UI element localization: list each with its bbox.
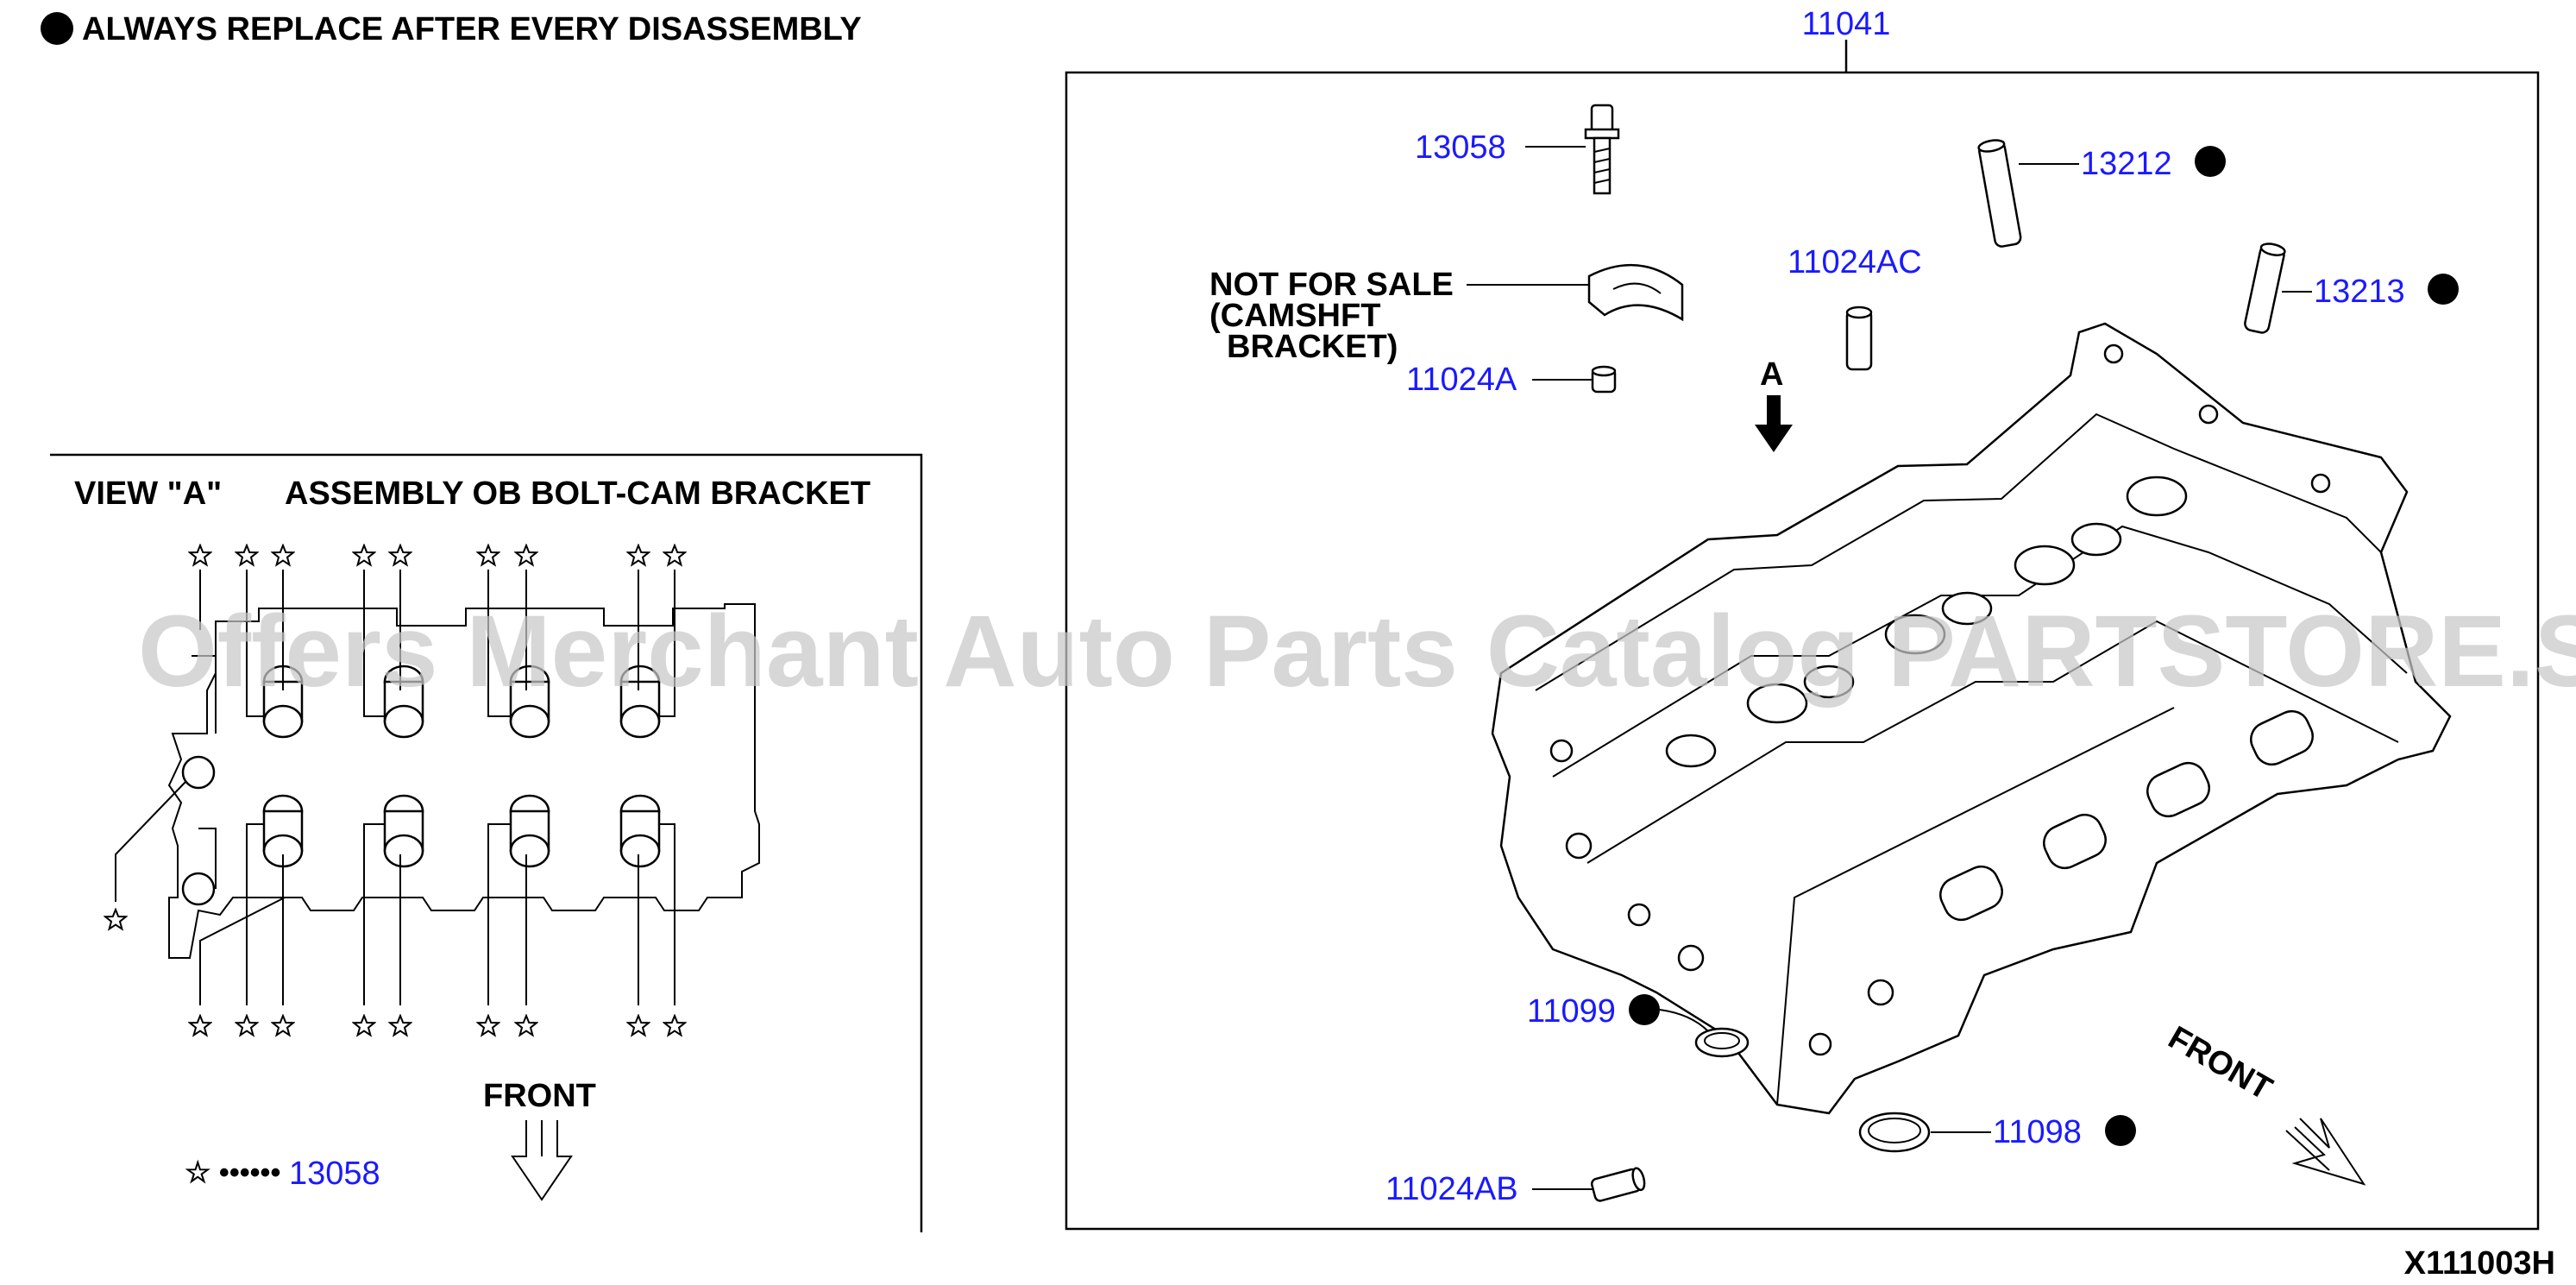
view-a-front-arrow-icon bbox=[511, 1120, 573, 1201]
ref-13058[interactable]: 13058 bbox=[1415, 129, 1506, 166]
bolt-icon bbox=[1590, 104, 1614, 133]
not-for-sale-line1: NOT FOR SALE bbox=[1209, 267, 1454, 303]
valve-guide-icon bbox=[1978, 141, 2022, 248]
not-for-sale-line2: (CAMSHFT bbox=[1209, 298, 1380, 334]
cylinder-head-deck bbox=[1535, 413, 2382, 691]
view-a-side-boss bbox=[181, 755, 216, 790]
legend-ref-13058[interactable]: 13058 bbox=[289, 1156, 380, 1192]
main-panel: 11041 13058 13212 1 bbox=[1065, 6, 2540, 1231]
ref-13212[interactable]: 13212 bbox=[2081, 146, 2172, 182]
view-a-lower-bosses bbox=[262, 794, 661, 868]
view-a-upper-bosses bbox=[262, 665, 661, 739]
ref-11024AC[interactable]: 11024AC bbox=[1787, 244, 1922, 280]
view-a-front-label: FRONT bbox=[483, 1078, 596, 1114]
ref-11024A[interactable]: 11024A bbox=[1406, 362, 1517, 398]
ref-11099[interactable]: 11099 bbox=[1527, 993, 1616, 1030]
bracket-icon bbox=[1587, 263, 1684, 322]
view-a-subtitle: ASSEMBLY OB BOLT-CAM BRACKET bbox=[285, 476, 870, 512]
seal-11099: 11099 bbox=[1527, 993, 1750, 1058]
view-a-title: VIEW "A" bbox=[74, 476, 222, 512]
assembly-ref-11041[interactable]: 11041 bbox=[1802, 6, 1891, 42]
main-front-label: FRONT bbox=[2162, 1019, 2278, 1107]
valve-guide-13213: 13213 bbox=[2244, 243, 2459, 334]
dowel-11024A: 11024A bbox=[1406, 362, 1617, 398]
view-a-panel: VIEW "A" ASSEMBLY OB BOLT-CAM BRACKET bbox=[50, 453, 923, 1232]
view-a-leaders-bottom bbox=[115, 780, 675, 1005]
main-frame bbox=[1065, 71, 2540, 1231]
cylinder-head bbox=[1491, 322, 2452, 1115]
cam-journals bbox=[1665, 476, 2188, 768]
ref-11098[interactable]: 11098 bbox=[1993, 1114, 2082, 1150]
view-a-leaders-top bbox=[199, 570, 675, 717]
seal-11098: 11098 bbox=[1858, 1112, 2136, 1153]
view-marker-letter: A bbox=[1760, 356, 1783, 393]
replace-note-text: ALWAYS REPLACE AFTER EVERY DISASSEMBLY bbox=[82, 11, 862, 47]
view-a-inner-edge bbox=[192, 655, 217, 889]
view-a-side-boss bbox=[181, 872, 216, 906]
bolt-holes bbox=[1549, 343, 2331, 1056]
cylinder-head-outline bbox=[1491, 322, 2452, 1115]
camshaft-bracket: NOT FOR SALE (CAMSHFT BRACKET) bbox=[1209, 263, 1684, 365]
view-a-stars-bottom bbox=[104, 909, 686, 1036]
dowel-11024AC: 11024AC bbox=[1787, 244, 1922, 371]
down-arrow-icon bbox=[1755, 395, 1793, 452]
diagonal-arrow-icon bbox=[2291, 1118, 2366, 1186]
ref-11024AB[interactable]: 11024AB bbox=[1385, 1171, 1518, 1207]
valve-guide-13212: 13212 bbox=[1977, 139, 2226, 248]
figure-code: X111003H bbox=[2404, 1245, 2555, 1281]
main-front-indicator: FRONT bbox=[2162, 1019, 2366, 1186]
filled-dot-icon bbox=[2105, 1115, 2136, 1146]
seal-ring-icon bbox=[1858, 1112, 1931, 1153]
cylinder-head-ridge bbox=[1552, 525, 2408, 778]
valve-guide-icon bbox=[2244, 244, 2285, 334]
bolt-13058: 13058 bbox=[1415, 104, 1620, 195]
filled-dot-icon bbox=[1629, 994, 1660, 1025]
dowel-11024AB: 11024AB bbox=[1385, 1167, 1646, 1207]
exhaust-ports bbox=[1939, 709, 2314, 922]
view-a-marker: A bbox=[1755, 356, 1793, 452]
view-a-stars-top bbox=[189, 545, 686, 566]
filled-dot-icon bbox=[2195, 146, 2226, 177]
watermark: Offers Merchant Auto Parts Catalog PARTS… bbox=[138, 595, 2576, 709]
ref-13213[interactable]: 13213 bbox=[2314, 274, 2405, 310]
filled-dot-icon bbox=[41, 12, 73, 45]
dowel-icon bbox=[1845, 309, 1873, 371]
legend-star-dots: ☆ •••••• bbox=[185, 1156, 280, 1189]
not-for-sale-line3: BRACKET) bbox=[1227, 329, 1398, 365]
view-a-frame bbox=[50, 453, 923, 1232]
filled-dot-icon bbox=[2428, 274, 2459, 305]
replace-note: ALWAYS REPLACE AFTER EVERY DISASSEMBLY bbox=[41, 11, 862, 47]
